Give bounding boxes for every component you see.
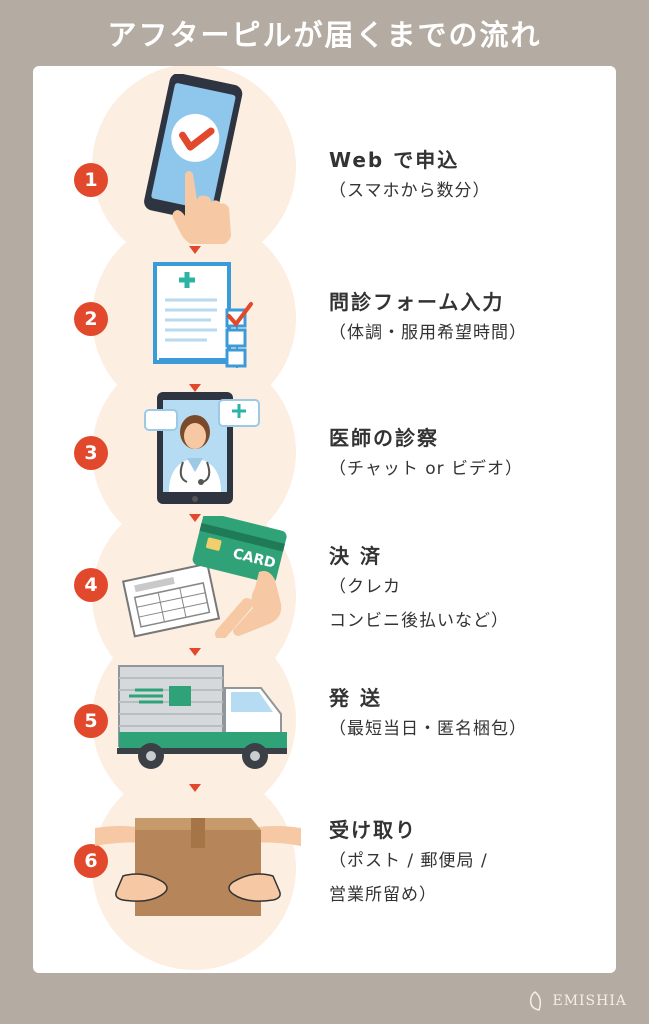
flow-arrow (189, 784, 201, 792)
step-title: 医師の診察 (329, 426, 439, 450)
step-4-text: 決 済 （クレカ コンビニ後払いなど） (329, 542, 509, 638)
doctor-tablet-icon (144, 392, 260, 504)
step-title: Web で申込 (329, 148, 460, 172)
step-number-badge: 5 (74, 704, 108, 738)
step-1-text: Web で申込 （スマホから数分） (329, 146, 491, 208)
step-title: 決 済 (329, 544, 382, 568)
flow-arrow (189, 384, 201, 392)
phone-tap-icon (144, 74, 243, 244)
step-title: 問診フォーム入力 (329, 290, 505, 314)
step-subtitle: （クレカ (329, 577, 401, 597)
flow-arrow (189, 648, 201, 656)
step-subtitle: （体調・服用希望時間） (329, 323, 527, 343)
step-subtitle: （スマホから数分） (329, 181, 491, 201)
step-3-text: 医師の診察 （チャット or ビデオ） (329, 424, 523, 486)
step-subtitle: （チャット or ビデオ） (329, 459, 524, 479)
step-title: 発 送 (329, 686, 382, 710)
parcel-handoff-icon (95, 818, 301, 916)
step-6-text: 受け取り （ポスト / 郵便局 / 営業所留め） (329, 816, 488, 912)
step-number-badge: 2 (74, 302, 108, 336)
page-title: アフターピルが届くまでの流れ (107, 18, 542, 52)
checklist-form-icon (153, 262, 253, 368)
flow-arrow (189, 514, 201, 522)
step-subtitle: （最短当日・匿名梱包） (329, 719, 527, 739)
step-number-badge: 6 (74, 844, 108, 878)
payment-card-icon: CARD (121, 516, 287, 638)
flow-card: 1 Web で申込 （スマホから数分） 2 問診フォーム入力 （体調・服用希望時… (33, 66, 616, 973)
step-number-badge: 1 (74, 163, 108, 197)
step-title: 受け取り (329, 818, 417, 842)
step-number-badge: 3 (74, 436, 108, 470)
flow-arrow (189, 246, 201, 254)
brand-logo: EMISHIA (524, 990, 627, 1012)
step-subtitle: 営業所留め） (329, 885, 437, 905)
brand-name: EMISHIA (552, 993, 627, 1009)
delivery-truck-icon (117, 665, 287, 769)
step-2-text: 問診フォーム入力 （体調・服用希望時間） (329, 288, 527, 350)
step-subtitle: コンビニ後払いなど） (329, 611, 509, 631)
leaf-icon (530, 991, 542, 1011)
step-subtitle: （ポスト / 郵便局 / (329, 851, 488, 871)
step-number-badge: 4 (74, 568, 108, 602)
step-5-text: 発 送 （最短当日・匿名梱包） (329, 684, 527, 746)
